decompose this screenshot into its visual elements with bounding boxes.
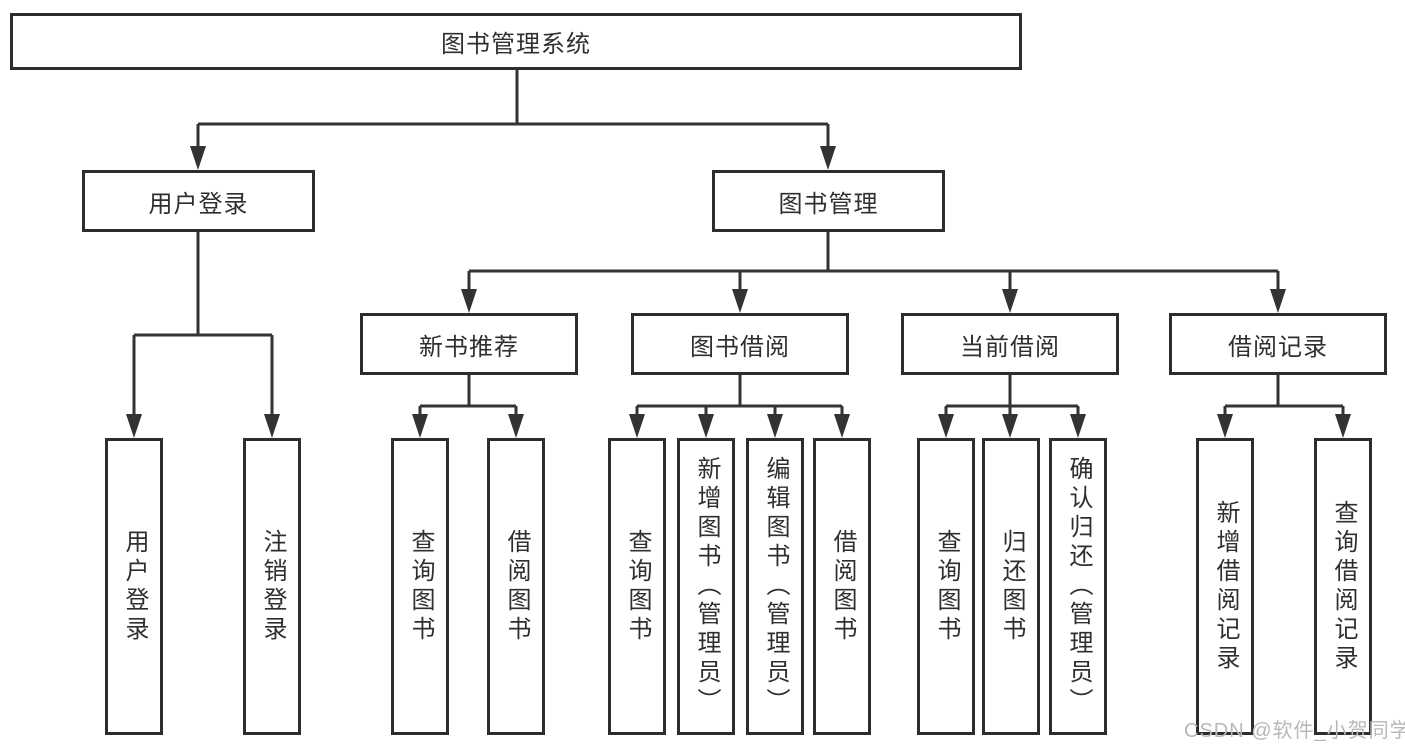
node-label-leaf-query-borrow-record: 查询借阅记录 (1330, 499, 1357, 674)
connector-path (1223, 373, 1345, 418)
node-leaf-logout: 注销登录 (243, 438, 301, 735)
arrowhead-down-icon (264, 414, 280, 438)
node-leaf-confirm-return-admin: 确认归还（管理员） (1049, 438, 1107, 735)
node-label-book-borrowing: 图书借阅 (690, 333, 790, 361)
arrowhead-down-icon (126, 414, 142, 438)
connector-path (944, 373, 1080, 418)
node-label-book-management: 图书管理 (778, 190, 879, 218)
node-label-leaf-query-book-rec: 查询图书 (407, 528, 434, 645)
node-label-user-login: 用户登录 (148, 190, 249, 218)
node-leaf-add-borrow-record: 新增借阅记录 (1196, 438, 1254, 735)
arrowhead-down-icon (1217, 414, 1233, 438)
node-user-login: 用户登录 (82, 170, 315, 232)
node-leaf-user-login: 用户登录 (105, 438, 163, 735)
watermark: CSDN @软件_小贺同学 (1184, 720, 1405, 742)
node-leaf-query-borrow-record: 查询借阅记录 (1314, 438, 1372, 735)
arrowhead-down-icon (1002, 289, 1018, 313)
node-label-library-system-root: 图书管理系统 (441, 31, 591, 58)
arrowhead-down-icon (190, 146, 206, 170)
arrowhead-down-icon (820, 146, 836, 170)
arrowhead-down-icon (461, 289, 477, 313)
arrowhead-down-icon (508, 414, 524, 438)
node-leaf-return-book: 归还图书 (982, 438, 1040, 735)
arrowhead-down-icon (1335, 414, 1351, 438)
node-label-leaf-query-book-current: 查询图书 (933, 528, 960, 645)
arrowhead-down-icon (1002, 414, 1018, 438)
node-leaf-add-book-admin: 新增图书（管理员） (677, 438, 735, 735)
node-new-book-recommend: 新书推荐 (360, 313, 578, 375)
node-label-leaf-edit-book-admin: 编辑图书（管理员） (762, 456, 789, 717)
node-book-borrowing: 图书借阅 (631, 313, 849, 375)
connector-path (196, 68, 830, 150)
connector-path (635, 373, 844, 418)
connector-path (467, 230, 1280, 293)
arrowhead-down-icon (767, 414, 783, 438)
arrowhead-down-icon (412, 414, 428, 438)
node-leaf-edit-book-admin: 编辑图书（管理员） (746, 438, 804, 735)
connector-path (132, 230, 274, 418)
arrowhead-down-icon (834, 414, 850, 438)
node-label-borrowing-records: 借阅记录 (1228, 333, 1328, 361)
node-label-leaf-borrow-book: 借阅图书 (829, 528, 856, 645)
node-leaf-query-book-borrow: 查询图书 (608, 438, 666, 735)
arrowhead-down-icon (1070, 414, 1086, 438)
node-label-leaf-logout: 注销登录 (259, 528, 286, 645)
node-label-leaf-return-book: 归还图书 (998, 528, 1025, 645)
node-leaf-query-book-current: 查询图书 (917, 438, 975, 735)
node-label-new-book-recommend: 新书推荐 (419, 333, 519, 361)
node-book-management: 图书管理 (712, 170, 945, 232)
arrowhead-down-icon (629, 414, 645, 438)
arrowhead-down-icon (698, 414, 714, 438)
node-label-leaf-add-book-admin: 新增图书（管理员） (693, 456, 720, 717)
node-leaf-borrow-book: 借阅图书 (813, 438, 871, 735)
node-label-leaf-user-login: 用户登录 (121, 528, 148, 645)
node-label-leaf-query-book-borrow: 查询图书 (624, 528, 651, 645)
connector-path (418, 373, 518, 418)
node-label-leaf-borrow-book-rec: 借阅图书 (503, 528, 530, 645)
arrowhead-down-icon (1270, 289, 1286, 313)
arrowhead-down-icon (938, 414, 954, 438)
node-current-borrowing: 当前借阅 (901, 313, 1119, 375)
arrowhead-down-icon (732, 289, 748, 313)
node-borrowing-records: 借阅记录 (1169, 313, 1387, 375)
node-label-leaf-confirm-return-admin: 确认归还（管理员） (1065, 456, 1092, 717)
node-library-system-root: 图书管理系统 (10, 13, 1022, 70)
node-label-current-borrowing: 当前借阅 (960, 333, 1060, 361)
node-label-leaf-add-borrow-record: 新增借阅记录 (1212, 499, 1239, 674)
node-leaf-query-book-rec: 查询图书 (391, 438, 449, 735)
node-leaf-borrow-book-rec: 借阅图书 (487, 438, 545, 735)
